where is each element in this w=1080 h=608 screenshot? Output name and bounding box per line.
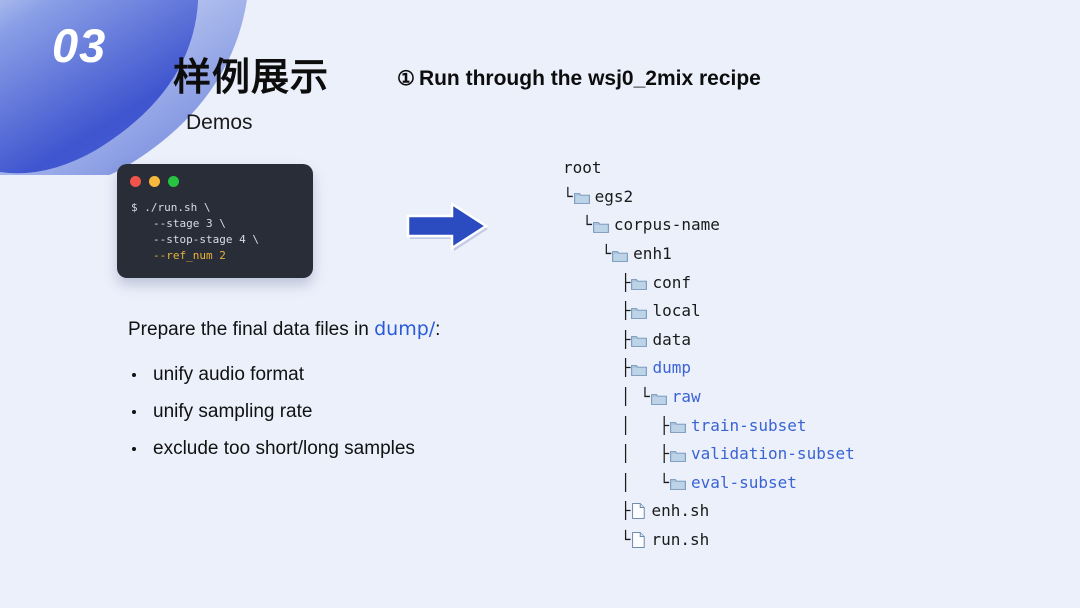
tree-node[interactable]: │ └ raw <box>563 383 855 412</box>
minimize-dot-icon[interactable] <box>149 176 160 187</box>
tree-node-label: enh.sh <box>651 501 710 521</box>
tree-node-label: enh1 <box>633 244 672 264</box>
folder-icon <box>593 222 609 233</box>
tree-connector: ├ <box>563 501 631 521</box>
tree-node[interactable]: └ corpus-name <box>563 211 855 240</box>
file-icon-wrap <box>632 503 646 520</box>
tree-connector: └ <box>563 186 573 206</box>
lead-prefix: Prepare the final data files in <box>128 319 375 340</box>
page-title-en: Demos <box>186 111 253 134</box>
tree-node[interactable]: └ enh1 <box>563 240 855 269</box>
folder-icon-wrap <box>631 305 648 319</box>
folder-icon-wrap <box>631 362 648 376</box>
tree-node-label: egs2 <box>594 186 634 206</box>
tree-node-label: corpus-name <box>613 215 720 235</box>
tree-connector: ├ <box>563 301 631 321</box>
tree-connector: ├ <box>563 329 631 349</box>
circled-number-icon: ① <box>397 68 415 90</box>
terminal-line: --stop-stage 4 \ <box>153 233 259 246</box>
folder-icon-wrap <box>612 248 629 262</box>
folder-icon <box>670 479 686 491</box>
folder-icon-wrap <box>631 333 648 348</box>
tree-connector: │ ├ <box>563 444 669 464</box>
folder-icon-wrap <box>573 190 590 205</box>
folder-icon <box>670 450 686 462</box>
folder-icon <box>631 307 648 319</box>
lead-suffix: : <box>435 319 441 340</box>
maximize-dot-icon[interactable] <box>168 176 179 187</box>
tree-node[interactable]: ├ conf <box>563 268 855 297</box>
lead-code-path: dump/ <box>374 318 436 340</box>
list-item: unify audio format <box>129 356 549 393</box>
tree-node[interactable]: root <box>563 154 855 183</box>
tree-node-label: local <box>652 301 701 321</box>
folder-icon <box>573 193 590 205</box>
lead-text: Prepare the final data files in dump/: <box>128 318 441 340</box>
tree-node[interactable]: │ ├ validation-subset <box>563 440 855 469</box>
folder-icon <box>650 393 667 405</box>
step-heading-label: Run through the wsj0_2mix recipe <box>418 67 761 90</box>
tree-node-label: dump <box>652 358 691 378</box>
tree-node-label: train-subset <box>690 415 807 435</box>
terminal-traffic-lights <box>130 176 179 187</box>
folder-icon-wrap <box>670 419 686 434</box>
folder-icon-wrap <box>650 391 667 405</box>
terminal-body: $ ./run.sh \ --stage 3 \ --stop-stage 4 \ -… <box>131 200 305 264</box>
folder-icon <box>631 336 648 348</box>
folder-icon <box>612 250 629 262</box>
folder-icon-wrap <box>670 448 686 462</box>
tree-connector: │ └ <box>563 472 669 492</box>
terminal-window: $ ./run.sh \ --stage 3 \ --stop-stage 4 \ -… <box>117 164 313 278</box>
tree-node[interactable]: └ egs2 <box>563 183 855 212</box>
tree-node-label: data <box>652 329 691 349</box>
tree-connector: └ <box>563 215 592 235</box>
file-icon <box>632 532 646 548</box>
file-tree: root└egs2 └corpus-name └enh1 ├conf ├loca… <box>563 154 855 554</box>
tree-node-label: eval-subset <box>690 472 797 492</box>
tree-node-label: raw <box>671 387 701 407</box>
arrow-right-icon <box>406 201 489 251</box>
flow-arrow <box>404 200 490 252</box>
tree-connector: ├ <box>563 358 631 378</box>
tree-connector: ├ <box>563 272 631 292</box>
arrow-body <box>406 201 489 251</box>
folder-icon-wrap <box>593 219 609 233</box>
tree-connector: └ <box>563 530 631 550</box>
close-dot-icon[interactable] <box>130 176 141 187</box>
tree-connector: │ ├ <box>563 415 669 435</box>
tree-node[interactable]: │ ├ train-subset <box>563 411 855 440</box>
tree-node-label: validation-subset <box>690 444 855 464</box>
folder-icon-wrap <box>670 476 686 491</box>
list-item: unify sampling rate <box>129 393 549 430</box>
tree-node-label: conf <box>652 272 691 292</box>
tree-node[interactable]: ├ data <box>563 326 855 355</box>
folder-icon <box>631 365 648 376</box>
tree-node[interactable]: ├ dump <box>563 354 855 383</box>
file-icon <box>632 503 646 520</box>
tree-node[interactable]: ├ local <box>563 297 855 326</box>
tree-connector: └ <box>563 244 612 264</box>
tree-connector: │ └ <box>563 387 650 407</box>
page-title-cn: 样例展示 <box>173 57 330 99</box>
tree-node[interactable]: └ run.sh <box>563 526 855 555</box>
file-icon-wrap <box>632 532 646 548</box>
tree-node[interactable]: │ └ eval-subset <box>563 469 855 498</box>
list-item: exclude too short/long samples <box>129 430 549 467</box>
terminal-line: $ ./run.sh \ <box>131 201 211 214</box>
folder-icon <box>631 279 648 291</box>
folder-icon <box>670 422 686 434</box>
tree-node-label: run.sh <box>651 530 710 550</box>
terminal-line: --ref_num 2 <box>153 249 226 262</box>
terminal-line: --stage 3 \ <box>153 217 226 230</box>
section-number: 03 <box>52 19 107 72</box>
tree-node-label: root <box>563 158 602 178</box>
folder-icon-wrap <box>631 276 648 291</box>
tree-node[interactable]: ├ enh.sh <box>563 497 855 526</box>
